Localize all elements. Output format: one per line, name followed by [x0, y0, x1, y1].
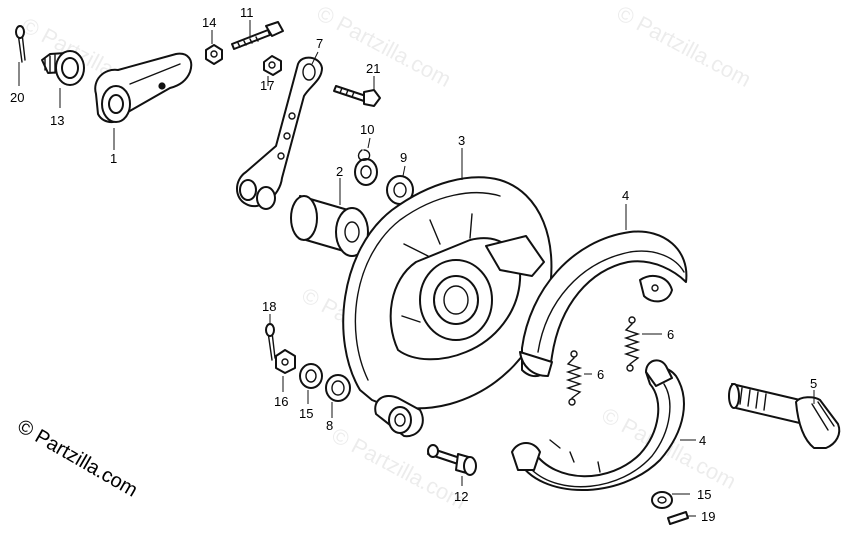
part-5-brake-cam [728, 383, 841, 449]
callout-16: 16 [274, 394, 288, 409]
callout-3: 3 [458, 133, 465, 148]
callout-19: 19 [701, 509, 715, 524]
part-16-nut [275, 349, 296, 392]
callout-15a: 15 [697, 487, 711, 502]
part-4-brake-shoe-upper [519, 204, 688, 378]
part-7-torque-link [236, 51, 323, 210]
part-21-bolt [333, 76, 381, 107]
part-13-seal [41, 50, 85, 108]
callout-2: 2 [336, 164, 343, 179]
part-15-washer-lower [299, 363, 323, 404]
callout-4a: 4 [622, 188, 629, 203]
callout-15b: 15 [299, 406, 313, 421]
callout-12: 12 [454, 489, 468, 504]
part-3-brake-panel [342, 148, 553, 438]
part-19-clip [667, 511, 696, 525]
part-10-washer [354, 137, 378, 186]
callout-8: 8 [326, 418, 333, 433]
part-18-cotter-pin [265, 314, 276, 361]
callout-labels: 1 2 3 4 4 5 6 6 7 8 9 10 11 12 13 14 15 … [10, 5, 817, 524]
callout-20: 20 [10, 90, 24, 105]
callout-14: 14 [202, 15, 216, 30]
part-14-nut [205, 30, 223, 65]
part-20-cotter-pin [15, 25, 26, 86]
watermark: © Partzilla.com [313, 0, 456, 92]
callout-6a: 6 [667, 327, 674, 342]
callout-4b: 4 [699, 433, 706, 448]
part-2-collar [290, 178, 369, 257]
part-8-washer [325, 374, 351, 418]
callout-13: 13 [50, 113, 64, 128]
part-17-nut [263, 55, 282, 86]
callout-10: 10 [360, 122, 374, 137]
part-9-washer [386, 165, 414, 205]
callout-11: 11 [240, 5, 254, 20]
callout-21: 21 [366, 61, 380, 76]
copyright-text: © Partzilla.com [14, 415, 142, 501]
part-1-brake-arm [94, 52, 193, 150]
part-11-bolt [231, 20, 284, 50]
callout-5: 5 [810, 376, 817, 391]
part-6-spring-lower [565, 350, 592, 406]
part-12-pin-bolt [427, 444, 477, 486]
callout-7: 7 [316, 36, 323, 51]
part-15-washer-upper [651, 491, 690, 509]
callout-1: 1 [110, 151, 117, 166]
watermark: © Partzilla.com [328, 422, 471, 514]
callout-6b: 6 [597, 367, 604, 382]
watermark: © Partzilla.com [613, 0, 756, 92]
part-6-spring-upper [623, 316, 662, 372]
callout-18: 18 [262, 299, 276, 314]
callout-9: 9 [400, 150, 407, 165]
part-4-brake-shoe-lower [511, 359, 696, 491]
callout-17: 17 [260, 78, 274, 93]
